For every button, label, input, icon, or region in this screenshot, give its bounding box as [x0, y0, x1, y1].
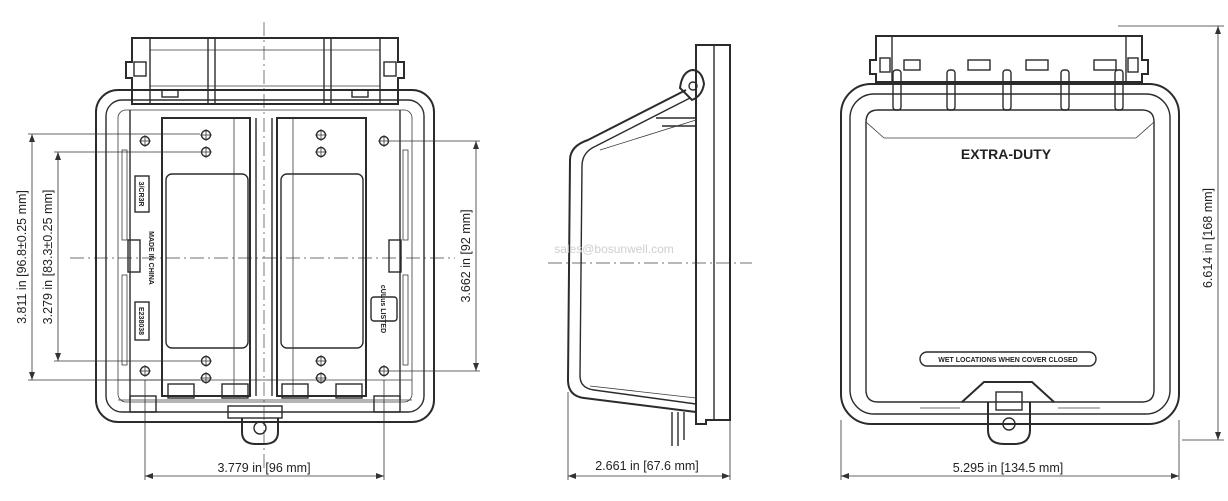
front-view: 3/CR3R MADE IN CHINA E238038 cULus LISTE…: [15, 22, 480, 480]
cover-outer: [840, 83, 1180, 425]
cover-hinge: [869, 35, 1149, 111]
cover-height-dimension: 6.614 in [168 mm]: [1201, 188, 1215, 288]
front-latch: [129, 395, 401, 445]
cover-label-badge: [919, 351, 1097, 367]
front-dimensions: [28, 133, 480, 480]
front-box-body: [95, 89, 435, 423]
rating-mark: 3/CR3R: [137, 182, 144, 207]
front-outer-height-dimension: 3.811 in [96.8±0.25 mm]: [15, 190, 29, 324]
front-screw-holes: [139, 129, 390, 384]
cover-view: EXTRA-DUTY WET LOCATIONS WHEN COVER CLOS…: [840, 25, 1224, 480]
file-number-mark: E238038: [137, 307, 144, 335]
side-dimensions: [567, 392, 731, 480]
watermark-text: sales@bosunwell.com: [554, 242, 674, 256]
front-hinge-block: [125, 37, 405, 105]
cover-title: EXTRA-DUTY: [961, 146, 1052, 162]
front-inner-height-dimension: 3.279 in [83.3±0.25 mm]: [41, 190, 55, 325]
cover-panel: [865, 109, 1155, 403]
side-back-plate: [695, 44, 731, 425]
cover-dimensions: [840, 25, 1224, 480]
side-hinge: [678, 68, 706, 102]
front-hole-spacing-dimension: 3.662 in [92 mm]: [459, 209, 473, 302]
cover-width-dimension: 5.295 in [134.5 mm]: [953, 461, 1063, 475]
certification-mark: cULus LISTED: [379, 285, 386, 333]
front-device-plates: [161, 117, 367, 399]
cover-rim: [849, 93, 1171, 415]
front-width-dimension: 3.779 in [96 mm]: [217, 461, 310, 475]
cert-mark-box: [370, 296, 398, 322]
origin-mark: MADE IN CHINA: [147, 231, 154, 285]
rating-mark-box: [134, 175, 150, 213]
cover-label: WET LOCATIONS WHEN COVER CLOSED: [938, 357, 1077, 364]
side-cover-profile: [566, 89, 697, 413]
cover-latch: [920, 381, 1100, 445]
side-depth-dimension: 2.661 in [67.6 mm]: [595, 459, 699, 473]
side-view: sales@bosunwell.com 2.661 in [67.6 mm]: [548, 44, 752, 480]
file-mark-box: [134, 301, 150, 341]
